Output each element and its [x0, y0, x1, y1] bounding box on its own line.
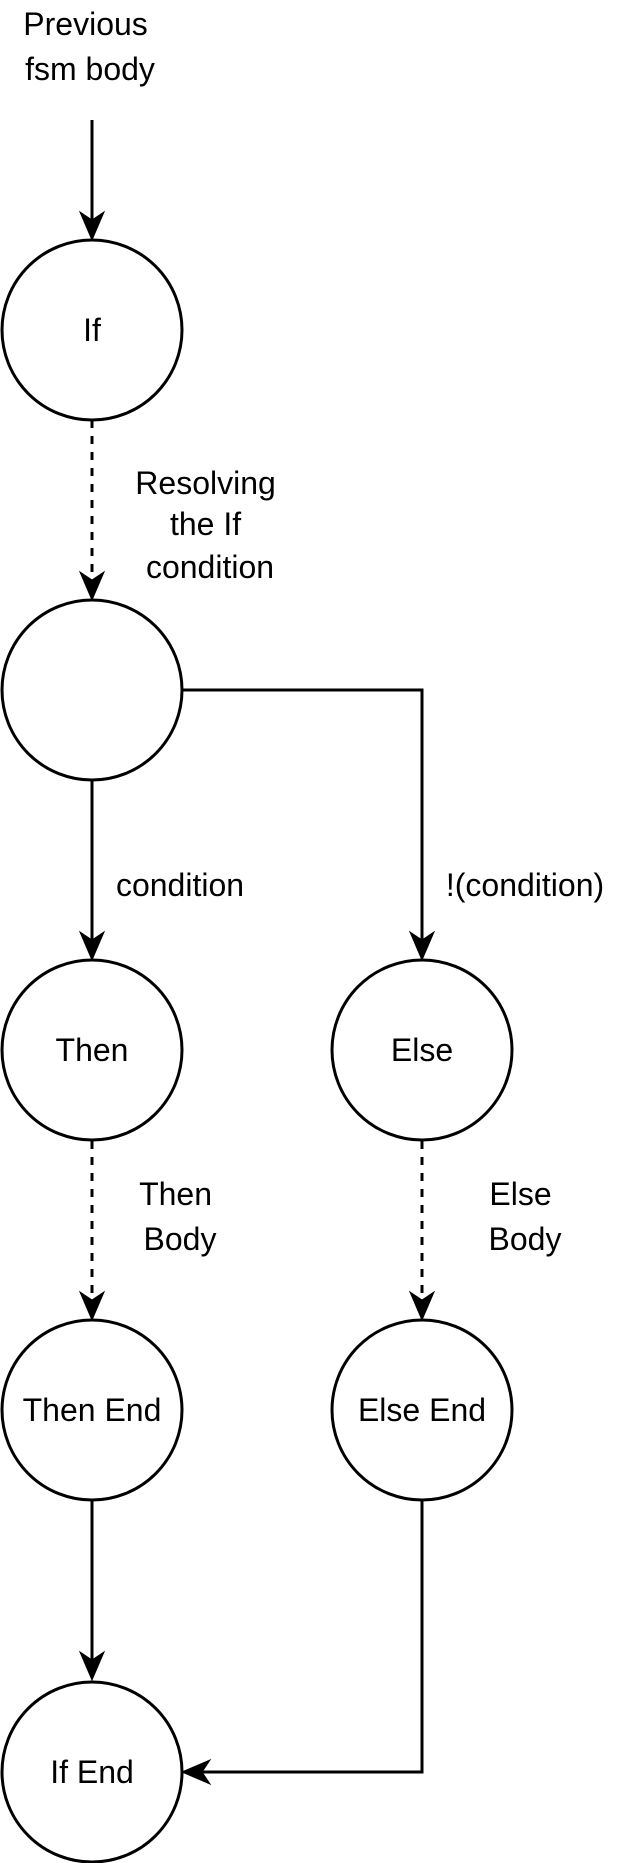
arrowhead-icon — [408, 930, 436, 962]
arrowhead-icon — [78, 210, 106, 242]
arrowhead-icon — [78, 1650, 106, 1682]
arrowhead-icon — [78, 1290, 106, 1322]
node-if: If — [0, 238, 184, 422]
node-then-end: Then End — [0, 1318, 184, 1502]
node-else-label: Else — [391, 1032, 453, 1068]
edge-label-condition: condition — [116, 867, 244, 903]
node-then-label: Then — [56, 1032, 129, 1068]
edge-label-else-body-line-2: Body — [489, 1221, 562, 1257]
edge-label-then-body-line-1: Then — [139, 1176, 212, 1212]
node-then: Then — [0, 958, 184, 1142]
edge-resolve-to-else — [182, 688, 436, 962]
node-else-end: Else End — [330, 1318, 514, 1502]
edge-label-resolving-line-1: Resolving — [135, 465, 276, 501]
edge-label-resolving-line-2: the If — [170, 506, 241, 542]
edge-label-then-body: Then Body — [139, 1176, 221, 1257]
edge-resolve-to-then — [78, 781, 106, 962]
node-then-end-label: Then End — [23, 1392, 162, 1428]
edge-then-end-to-if-end — [78, 1501, 106, 1682]
node-if-end-label: If End — [50, 1754, 134, 1790]
edge-label-resolving-line-3: condition — [146, 549, 274, 585]
edge-label-else-body-line-1: Else — [489, 1176, 551, 1212]
edge-if-to-resolve — [78, 420, 106, 602]
arrowhead-icon — [408, 1290, 436, 1322]
edge-label-resolving: Resolving the If condition — [135, 465, 284, 585]
arrowhead-icon — [180, 1758, 212, 1786]
start-label: Previous fsm body — [23, 6, 156, 87]
edge-label-else-body: Else Body — [489, 1176, 562, 1257]
edge-start-to-if — [78, 120, 106, 242]
edge-label-not-condition: !(condition) — [446, 867, 604, 903]
edge-else-to-else-end — [408, 1141, 436, 1322]
node-else: Else — [330, 958, 514, 1142]
arrowhead-icon — [78, 570, 106, 602]
node-else-end-label: Else End — [358, 1392, 486, 1428]
arrowhead-icon — [78, 930, 106, 962]
node-if-label: If — [83, 312, 101, 348]
node-if-end: If End — [0, 1680, 184, 1863]
edge-else-end-to-if-end — [180, 1501, 424, 1786]
edge-then-to-then-end — [78, 1141, 106, 1322]
start-label-line-1: Previous — [23, 6, 148, 42]
edge-label-then-body-line-2: Body — [144, 1221, 217, 1257]
start-label-line-2: fsm body — [25, 51, 155, 87]
node-resolve — [0, 598, 184, 782]
